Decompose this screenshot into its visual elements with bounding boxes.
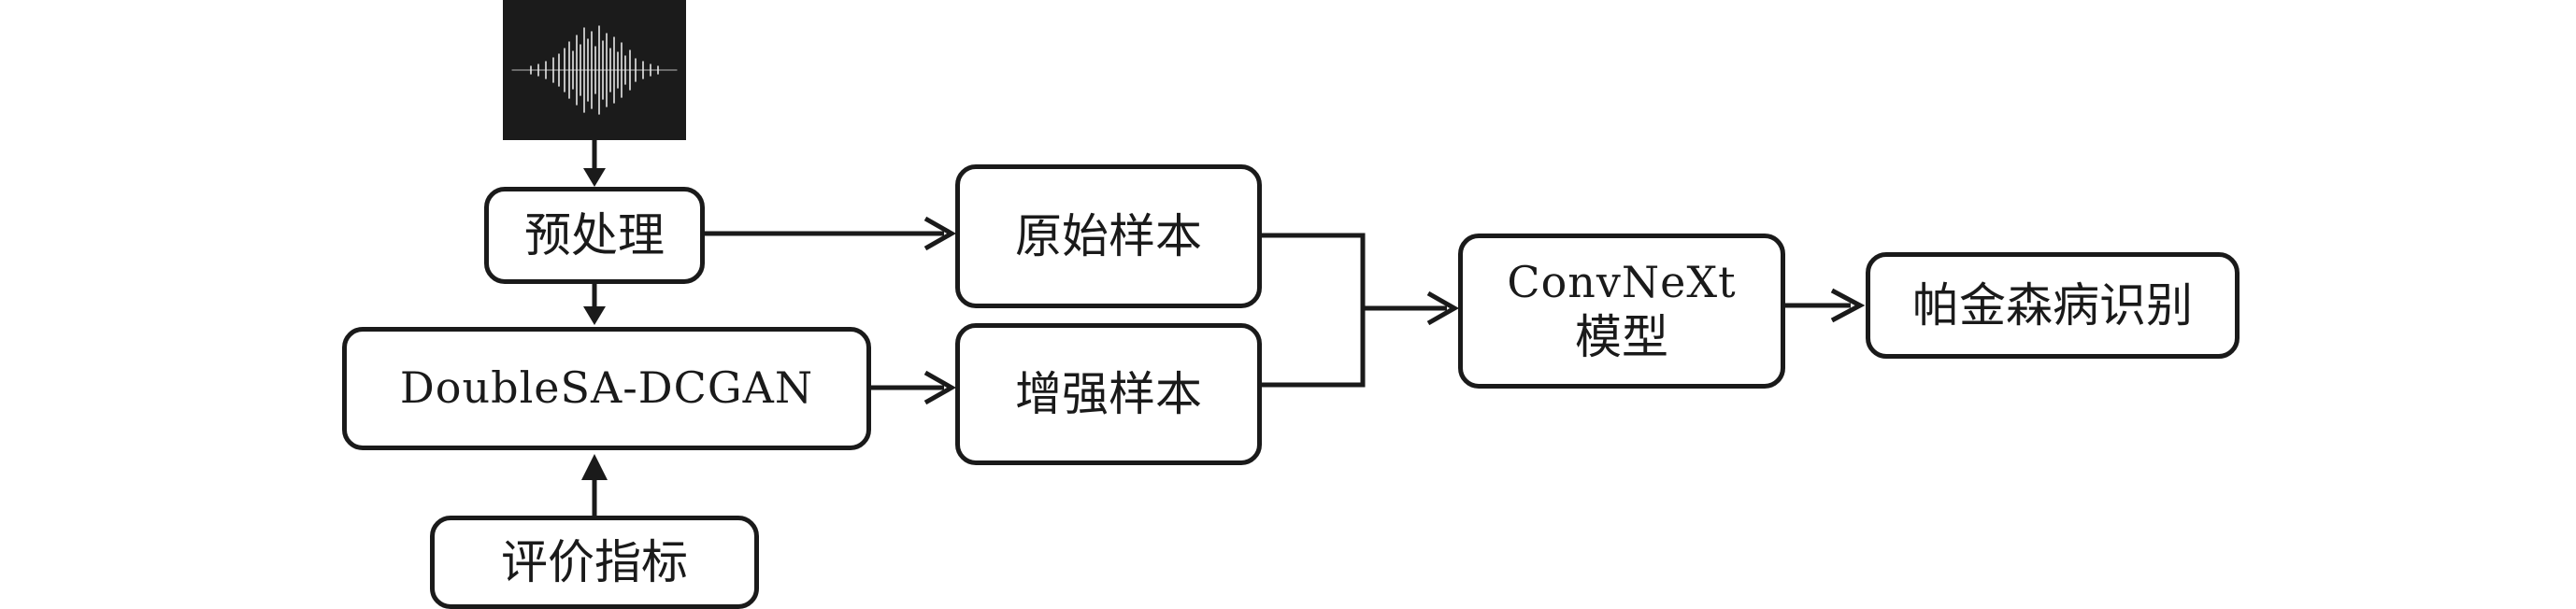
speech-spectrogram-icon [503,0,686,140]
metrics-label: 评价指标 [501,535,688,589]
convnext-model-label-line2: 模型 [1575,309,1668,364]
parkinson-recognition-label: 帕金森病识别 [1912,278,2193,333]
convnext-model-box: ConvNeXt 模型 [1458,234,1785,389]
gan-box: DoubleSA-DCGAN [342,327,871,450]
original-samples-box: 原始样本 [955,164,1262,308]
arrowhead-preprocess-to-original [923,216,957,251]
arrowhead-preprocess-to-gan [583,306,606,325]
original-samples-label: 原始样本 [1015,209,1202,263]
merge-line-original [1262,233,1366,388]
arrowhead-model-to-result [1830,288,1866,323]
arrowhead-metrics-to-gan [581,454,608,480]
augmented-samples-label: 增强样本 [1015,367,1202,421]
arrowhead-merge-to-model [1426,290,1460,326]
metrics-box: 评价指标 [430,516,759,609]
preprocess-label: 预处理 [524,208,665,262]
arrowhead-image-to-preprocess [583,168,606,187]
augmented-samples-box: 增强样本 [955,323,1262,465]
arrowhead-gan-to-augmented [923,370,957,405]
parkinson-recognition-box: 帕金森病识别 [1866,252,2240,359]
preprocess-box: 预处理 [484,187,705,284]
convnext-model-label-line1: ConvNeXt [1507,257,1737,308]
gan-label: DoubleSA-DCGAN [399,362,814,414]
